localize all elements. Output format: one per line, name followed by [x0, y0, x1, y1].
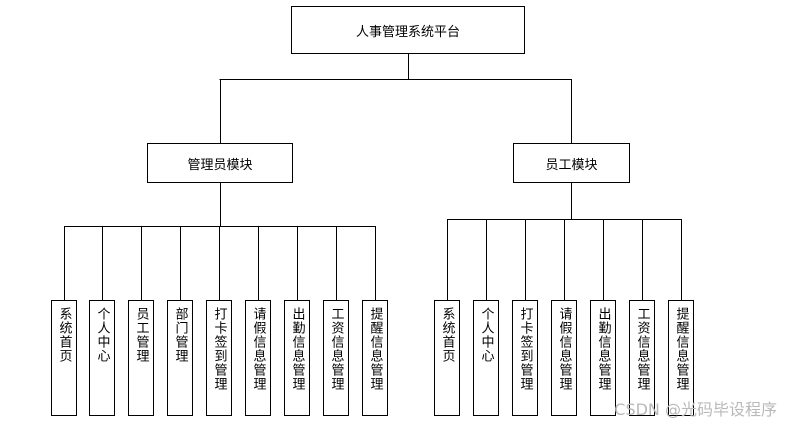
admin-leaf-salary-management: 工资信息管理: [323, 300, 349, 416]
leaf-label: 出勤信息管理: [595, 307, 611, 391]
leaf-label: 系统首页: [56, 307, 72, 363]
employee-leaf-clock-in-management: 打卡签到管理: [512, 300, 538, 416]
admin-module-label: 管理员模块: [187, 157, 253, 173]
root-node-label: 人事管理系统平台: [355, 24, 460, 40]
leaf-label: 工资信息管理: [634, 307, 650, 391]
leaf-label: 打卡签到管理: [211, 307, 227, 391]
employee-module-node: 员工模块: [513, 143, 630, 183]
admin-leaf-reminder-management: 提醒信息管理: [362, 300, 388, 416]
leaf-label: 提醒信息管理: [367, 307, 383, 391]
employee-module-label: 员工模块: [545, 157, 598, 173]
leaf-label: 员工管理: [133, 307, 149, 363]
admin-leaf-leave-management: 请假信息管理: [245, 300, 271, 416]
leaf-label: 工资信息管理: [328, 307, 344, 391]
employee-leaf-attendance-management: 出勤信息管理: [590, 300, 616, 416]
leaf-label: 个人中心: [94, 307, 110, 363]
employee-leaf-reminder-management: 提醒信息管理: [668, 300, 694, 416]
employee-leaf-salary-management: 工资信息管理: [629, 300, 655, 416]
leaf-label: 个人中心: [478, 307, 494, 363]
leaf-label: 系统首页: [439, 307, 455, 363]
root-node: 人事管理系统平台: [291, 6, 525, 54]
admin-leaf-department-management: 部门管理: [167, 300, 193, 416]
leaf-label: 请假信息管理: [250, 307, 266, 391]
admin-leaf-attendance-management: 出勤信息管理: [284, 300, 310, 416]
admin-leaf-system-home: 系统首页: [51, 300, 77, 416]
leaf-label: 请假信息管理: [556, 307, 572, 391]
employee-leaf-personal-center: 个人中心: [473, 300, 499, 416]
watermark-text: CSDN @光码毕设程序: [614, 400, 777, 419]
admin-module-node: 管理员模块: [147, 143, 293, 183]
leaf-label: 出勤信息管理: [289, 307, 305, 391]
employee-leaf-leave-management: 请假信息管理: [551, 300, 577, 416]
admin-leaf-personal-center: 个人中心: [89, 300, 115, 416]
leaf-label: 打卡签到管理: [517, 307, 533, 391]
leaf-label: 提醒信息管理: [673, 307, 689, 391]
admin-leaf-clock-in-management: 打卡签到管理: [206, 300, 232, 416]
leaf-label: 部门管理: [172, 307, 188, 363]
admin-leaf-employee-management: 员工管理: [128, 300, 154, 416]
employee-leaf-system-home: 系统首页: [434, 300, 460, 416]
